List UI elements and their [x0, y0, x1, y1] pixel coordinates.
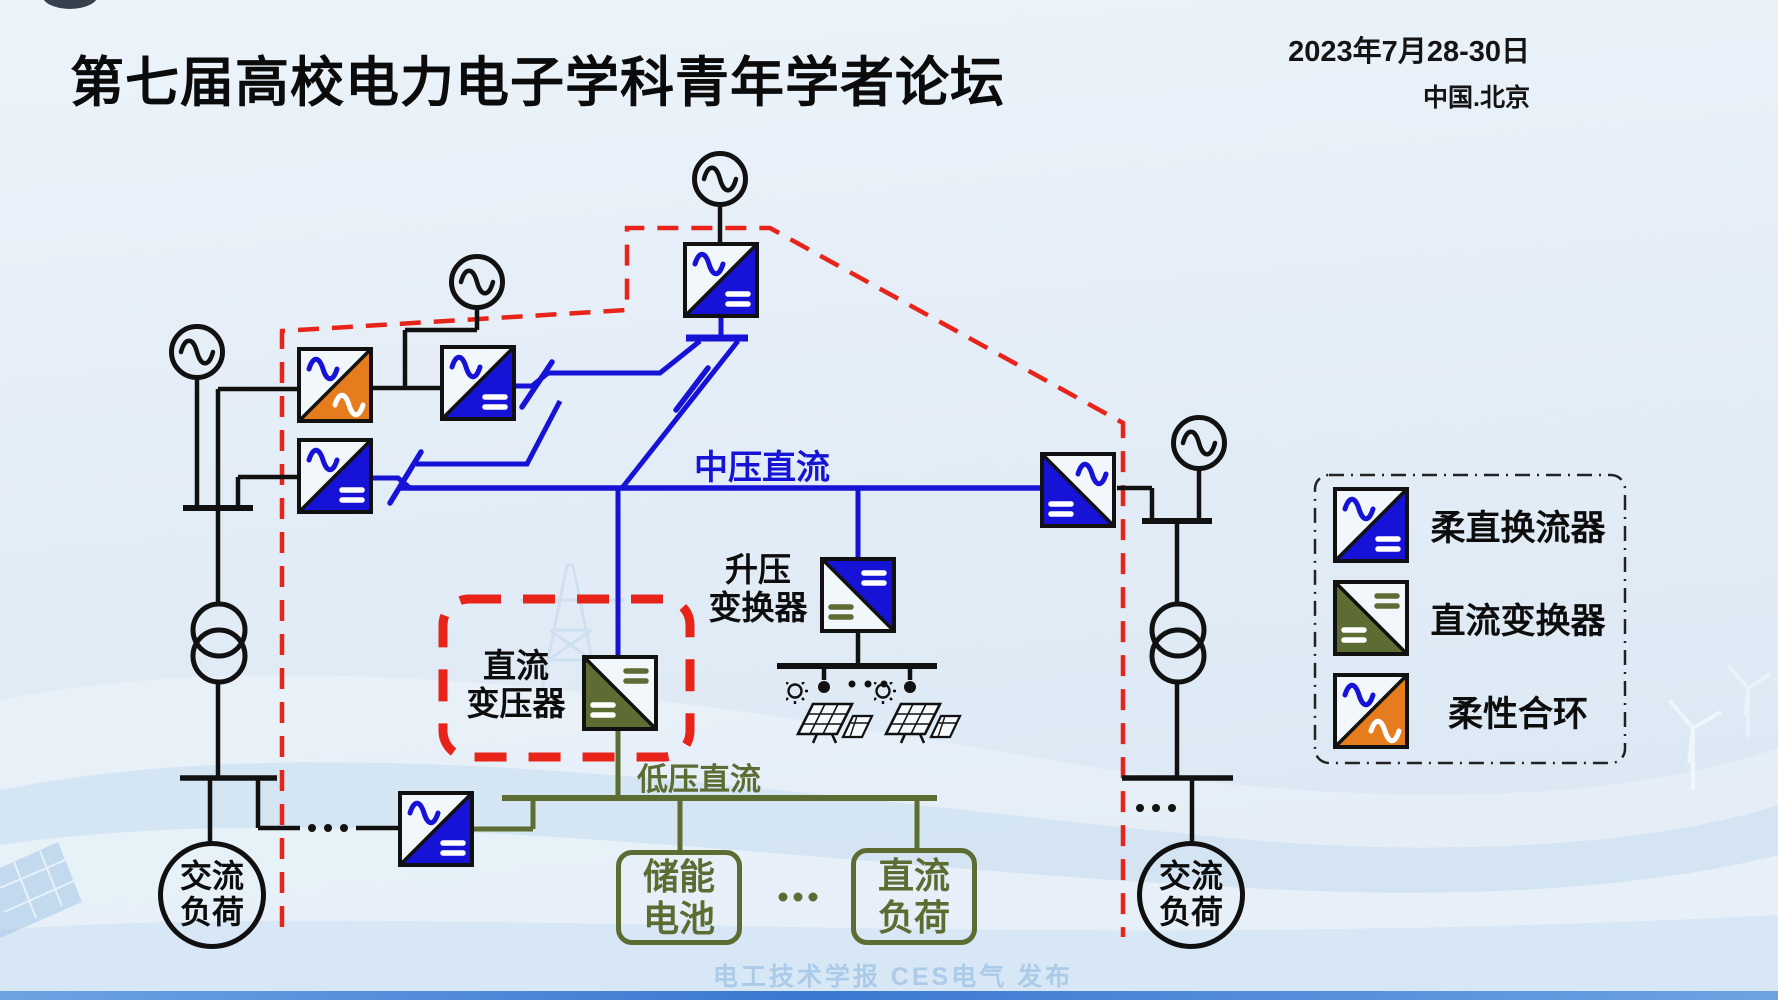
legend-border [1313, 473, 1627, 765]
vsc-converter-icon [400, 793, 472, 865]
wave-band [0, 915, 1778, 1000]
ac-source-icon [695, 154, 746, 205]
vsc-converter-icon [685, 244, 757, 316]
transformer-icon [190, 601, 1207, 685]
legend-item-label: 柔直换流器 [1430, 508, 1606, 548]
mvdc-bus-label: 中压直流 [694, 449, 830, 487]
wind-turbine-watermark [1667, 664, 1772, 790]
boost-converter-label: 升压 变换器 [708, 551, 808, 626]
legend-item-label: 柔性合环 [1447, 694, 1588, 734]
solar-panel-watermark [0, 842, 82, 938]
red-dashed-boundary [279, 225, 1126, 937]
vsc-converter-icon [299, 440, 371, 512]
legend-item: 柔性合环 [1333, 673, 1627, 749]
event-location: 中国.北京 [1423, 84, 1530, 112]
lvdc-ellipsis-dots [778, 892, 818, 902]
lvdc-bus-label: 低压直流 [637, 762, 761, 797]
mvdc-wiring [372, 317, 1040, 655]
ac-source-icon [452, 257, 503, 308]
event-date: 2023年7月28-30日 [1288, 36, 1530, 68]
ac-source-icon [1174, 418, 1225, 469]
event-date-block: 2023年7月28-30日 中国.北京 [1160, 28, 1530, 114]
legend-item-label: 直流变换器 [1430, 601, 1606, 641]
ac-source-icon [172, 327, 223, 378]
vsc-converter-icon [1042, 454, 1114, 526]
legend-item: 柔直换流器 [1333, 487, 1627, 563]
battery-node: 储能 电池 [616, 850, 742, 945]
flexible-loop-converter-icon [299, 349, 371, 421]
page-title: 第七届高校电力电子学科青年学者论坛 [70, 53, 1005, 113]
dcdc-converter-icon [584, 657, 656, 729]
ac-load-right-node: 交流 负荷 [1137, 841, 1245, 949]
ac-ellipsis-dots [308, 680, 1176, 832]
publisher-watermark: 电工技术学报 CES电气 发布 [712, 963, 1074, 991]
boost-converter-icon [822, 559, 894, 631]
ac-wiring [180, 207, 1233, 842]
dc-transformer-highlight-box [438, 594, 695, 762]
top-left-logo-fragment [43, 0, 97, 9]
dc-load-node: 直流 负荷 [851, 848, 977, 945]
legend: 柔直换流器 直流变换器 柔性合环 [1313, 473, 1627, 765]
bottom-accent-strip [0, 991, 1778, 1000]
vsc-converter-icon [442, 347, 514, 419]
breaker-slash-icons [387, 359, 711, 506]
dc-transformer-label: 直流 变压器 [466, 647, 566, 722]
ac-load-left-node: 交流 负荷 [158, 841, 266, 949]
legend-item: 直流变换器 [1333, 580, 1627, 656]
lvdc-wiring [473, 730, 937, 852]
